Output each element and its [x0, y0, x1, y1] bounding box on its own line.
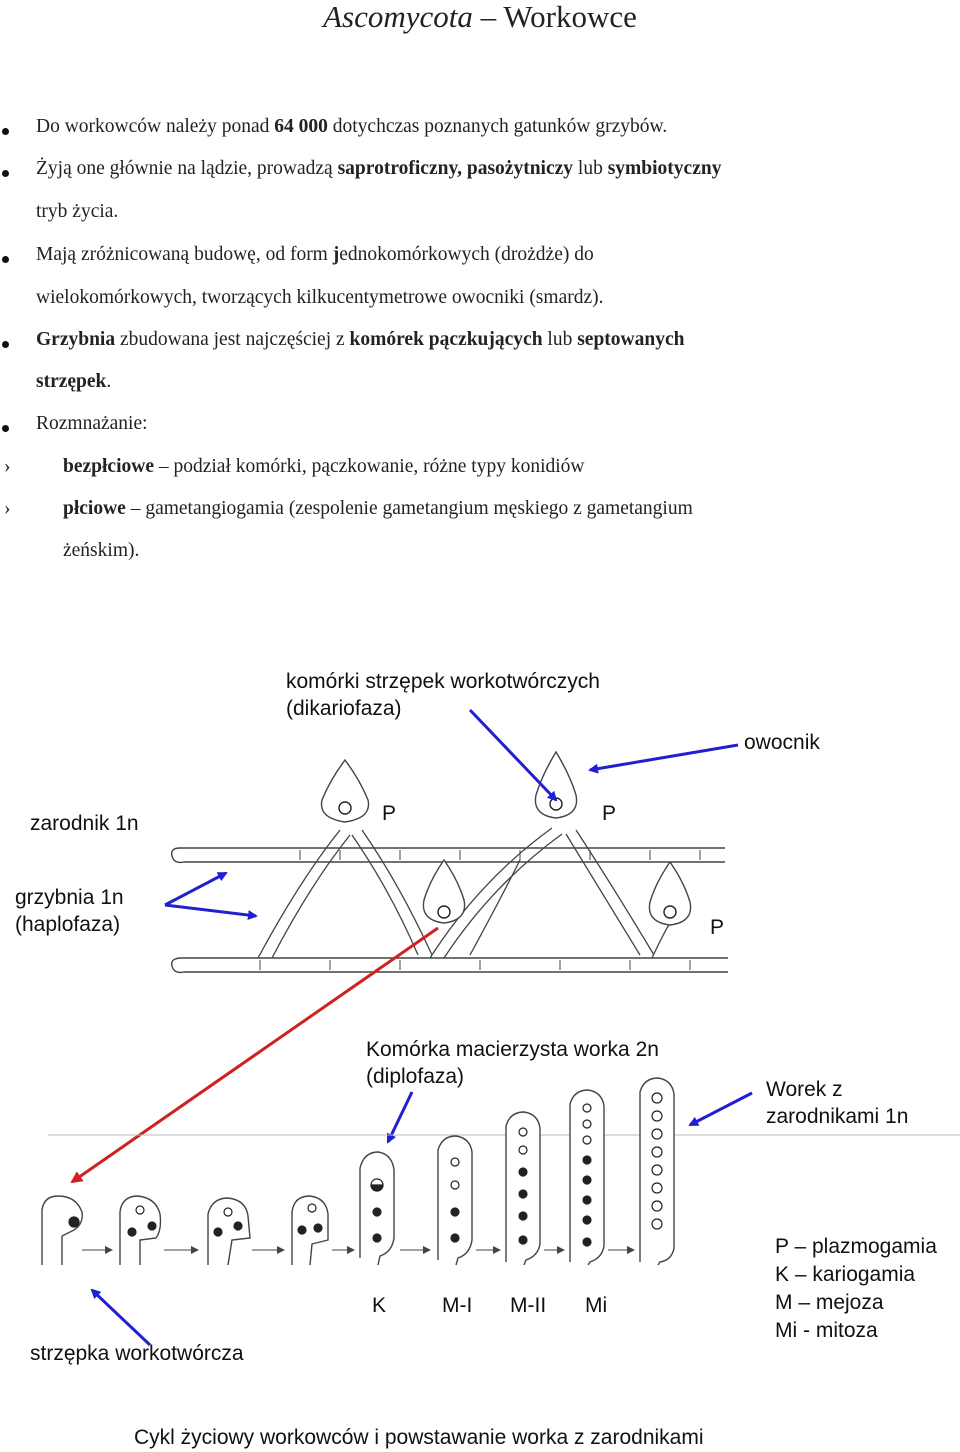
text: zarodnikami 1n	[766, 1103, 908, 1130]
legend-item: K – kariogamia	[775, 1261, 937, 1289]
label-p-1: P	[382, 800, 396, 827]
label-komorka-macierzysta: Komórka macierzysta worka 2n (diplofaza)	[366, 1036, 659, 1090]
label-grzybnia: grzybnia 1n (haplofaza)	[15, 884, 124, 938]
hyphae-bottom	[172, 958, 728, 972]
label-dikariofaza: komórki strzępek workotwórczych (dikario…	[286, 668, 600, 722]
text: grzybnia 1n	[15, 884, 124, 911]
label-stage-k: K	[372, 1292, 386, 1319]
crozier-shapes	[321, 752, 690, 925]
label-zarodnik: zarodnik 1n	[30, 810, 139, 837]
text: Worek z	[766, 1076, 908, 1103]
legend-item: Mi - mitoza	[775, 1317, 937, 1345]
label-p-2: P	[602, 800, 616, 827]
label-strzepka: strzępka workotwórcza	[30, 1340, 244, 1367]
ascus-development-sequence	[42, 1078, 674, 1265]
hyphae-top	[172, 848, 725, 862]
label-worek: Worek z zarodnikami 1n	[766, 1076, 908, 1130]
legend: P – plazmogamia K – kariogamia M – mejoz…	[775, 1233, 937, 1345]
label-stage-m1: M-I	[442, 1292, 472, 1319]
legend-item: M – mejoza	[775, 1289, 937, 1317]
label-owocnik: owocnik	[744, 729, 820, 756]
text: (diplofaza)	[366, 1063, 659, 1090]
label-stage-m2: M-II	[510, 1292, 546, 1319]
label-p-3: P	[710, 914, 724, 941]
text: komórki strzępek workotwórczych	[286, 668, 600, 695]
figure-caption: Cykl życiowy workowców i powstawanie wor…	[134, 1424, 704, 1451]
text: (dikariofaza)	[286, 695, 600, 722]
text: (haplofaza)	[15, 911, 124, 938]
legend-item: P – plazmogamia	[775, 1233, 937, 1261]
text: Komórka macierzysta worka 2n	[366, 1036, 659, 1063]
label-stage-mi: Mi	[585, 1292, 607, 1319]
